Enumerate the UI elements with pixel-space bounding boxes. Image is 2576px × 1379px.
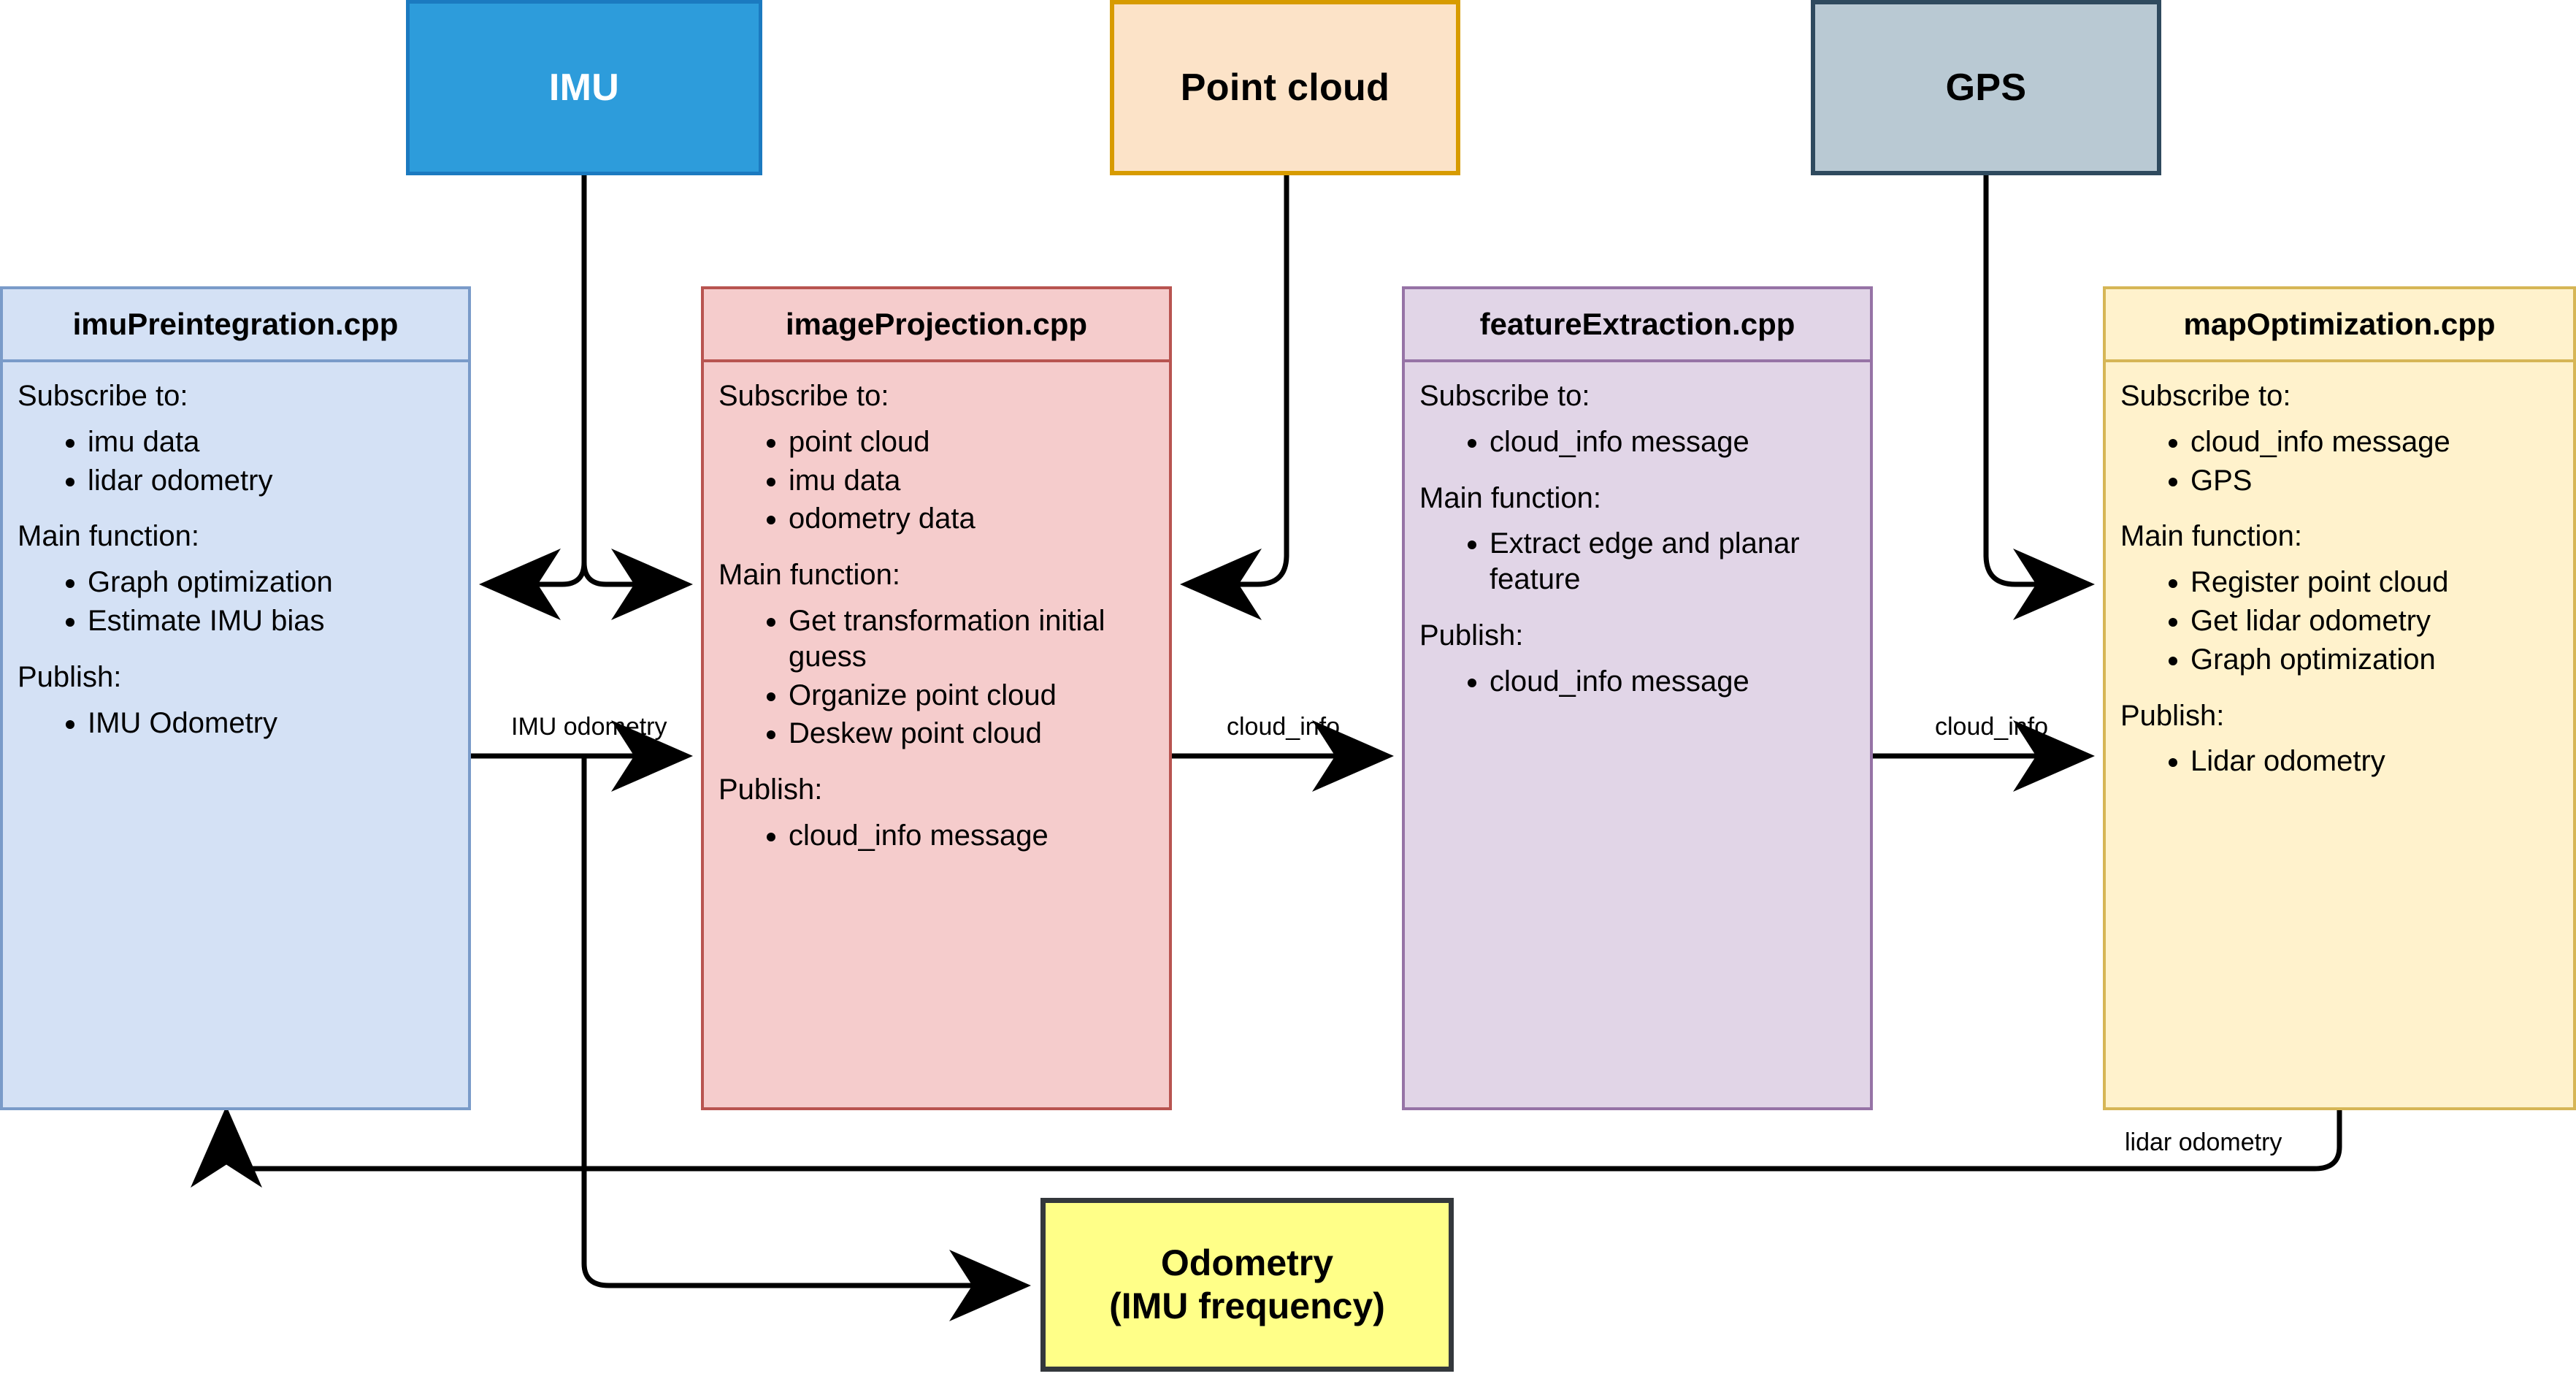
list-item: IMU Odometry bbox=[88, 706, 453, 741]
module-featureextraction[interactable]: featureExtraction.cpp Subscribe to: clou… bbox=[1402, 286, 1873, 1110]
edge-imu-to-imageprojection bbox=[581, 175, 693, 620]
section-list-subscribe: cloud_info message GPS bbox=[2120, 424, 2558, 499]
edge-label-imu-odometry: IMU odometry bbox=[511, 713, 667, 741]
list-item: point cloud bbox=[789, 424, 1154, 460]
edge-mapoptimization-to-imupreintegration bbox=[191, 1106, 2342, 1188]
list-item: imu data bbox=[789, 463, 1154, 499]
section-heading-subscribe: Subscribe to: bbox=[1419, 380, 1590, 412]
edge-imu-to-imupreintegration bbox=[479, 549, 587, 620]
list-item: Extract edge and planar feature bbox=[1490, 526, 1855, 597]
list-item: Get lidar odometry bbox=[2190, 603, 2558, 639]
section-list-main-function: Graph optimization Estimate IMU bias bbox=[18, 565, 453, 639]
module-imupreintegration-title: imuPreintegration.cpp bbox=[3, 289, 468, 362]
module-featureextraction-body: Subscribe to: cloud_info message Main fu… bbox=[1405, 362, 1870, 1107]
source-box-gps-label: GPS bbox=[1945, 66, 2027, 109]
list-item: Graph optimization bbox=[2190, 642, 2558, 678]
module-mapoptimization-body: Subscribe to: cloud_info message GPS Mai… bbox=[2106, 362, 2573, 1107]
section-heading-main-function: Main function: bbox=[718, 559, 901, 592]
section-heading-subscribe: Subscribe to: bbox=[2120, 380, 2291, 412]
list-item: odometry data bbox=[789, 501, 1154, 537]
edge-gps-to-mapoptimization bbox=[1983, 175, 2095, 620]
section-heading-publish: Publish: bbox=[2120, 699, 2225, 732]
section-heading-publish: Publish: bbox=[1419, 619, 1524, 652]
section-list-subscribe: cloud_info message bbox=[1419, 424, 1855, 460]
edge-pointcloud-to-imageprojection bbox=[1180, 175, 1289, 620]
section-list-main-function: Register point cloud Get lidar odometry … bbox=[2120, 565, 2558, 677]
section-list-publish: Lidar odometry bbox=[2120, 744, 2558, 779]
edge-label-cloud-info-1: cloud_info bbox=[1227, 713, 1341, 741]
source-box-point-cloud[interactable]: Point cloud bbox=[1110, 0, 1460, 175]
list-item: Register point cloud bbox=[2190, 565, 2558, 600]
section-list-publish: IMU Odometry bbox=[18, 706, 453, 741]
section-heading-publish: Publish: bbox=[18, 660, 122, 693]
section-list-publish: cloud_info message bbox=[1419, 664, 1855, 700]
list-item: lidar odometry bbox=[88, 463, 453, 499]
source-box-imu-label: IMU bbox=[548, 66, 620, 109]
section-heading-publish: Publish: bbox=[718, 773, 823, 806]
list-item: cloud_info message bbox=[2190, 424, 2558, 460]
list-item: imu data bbox=[88, 424, 453, 460]
list-item: Lidar odometry bbox=[2190, 744, 2558, 779]
module-imageprojection[interactable]: imageProjection.cpp Subscribe to: point … bbox=[701, 286, 1172, 1110]
section-heading-main-function: Main function: bbox=[18, 520, 200, 553]
list-item: cloud_info message bbox=[1490, 424, 1855, 460]
section-heading-main-function: Main function: bbox=[2120, 520, 2303, 553]
module-imupreintegration[interactable]: imuPreintegration.cpp Subscribe to: imu … bbox=[0, 286, 471, 1110]
edge-label-lidar-odometry: lidar odometry bbox=[2125, 1128, 2282, 1156]
list-item: Estimate IMU bias bbox=[88, 603, 453, 639]
module-imupreintegration-body: Subscribe to: imu data lidar odometry Ma… bbox=[3, 362, 468, 1107]
section-heading-main-function: Main function: bbox=[1419, 481, 1602, 514]
output-box-odometry[interactable]: Odometry (IMU frequency) bbox=[1040, 1198, 1454, 1372]
list-item: cloud_info message bbox=[1490, 664, 1855, 700]
module-mapoptimization[interactable]: mapOptimization.cpp Subscribe to: cloud_… bbox=[2103, 286, 2576, 1110]
section-list-publish: cloud_info message bbox=[718, 818, 1154, 854]
section-list-subscribe: point cloud imu data odometry data bbox=[718, 424, 1154, 537]
source-box-point-cloud-label: Point cloud bbox=[1180, 66, 1390, 109]
section-list-main-function: Extract edge and planar feature bbox=[1419, 526, 1855, 597]
list-item: Organize point cloud bbox=[789, 678, 1154, 714]
section-list-subscribe: imu data lidar odometry bbox=[18, 424, 453, 499]
section-list-main-function: Get transformation initial guess Organiz… bbox=[718, 603, 1154, 752]
section-heading-subscribe: Subscribe to: bbox=[718, 380, 889, 412]
edge-label-cloud-info-2: cloud_info bbox=[1935, 713, 2049, 741]
output-box-odometry-line1: Odometry bbox=[1160, 1242, 1334, 1283]
source-box-gps[interactable]: GPS bbox=[1811, 0, 2161, 175]
source-box-imu[interactable]: IMU bbox=[406, 0, 762, 175]
module-mapoptimization-title: mapOptimization.cpp bbox=[2106, 289, 2573, 362]
list-item: GPS bbox=[2190, 463, 2558, 499]
list-item: Get transformation initial guess bbox=[789, 603, 1154, 675]
output-box-odometry-line2: (IMU frequency) bbox=[1109, 1286, 1385, 1326]
section-heading-subscribe: Subscribe to: bbox=[18, 380, 188, 412]
list-item: Graph optimization bbox=[88, 565, 453, 600]
list-item: Deskew point cloud bbox=[789, 716, 1154, 752]
list-item: cloud_info message bbox=[789, 818, 1154, 854]
module-imageprojection-body: Subscribe to: point cloud imu data odome… bbox=[704, 362, 1169, 1107]
module-featureextraction-title: featureExtraction.cpp bbox=[1405, 289, 1870, 362]
module-imageprojection-title: imageProjection.cpp bbox=[704, 289, 1169, 362]
